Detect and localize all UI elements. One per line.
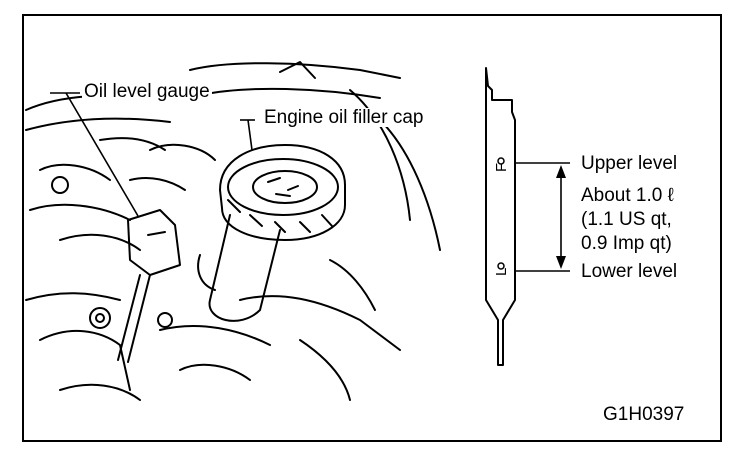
oil-level-gauge-label: Oil level gauge	[82, 81, 212, 102]
engine-oil-filler-cap-label: Engine oil filler cap	[262, 107, 426, 128]
figure-frame	[22, 14, 722, 442]
range-arrow-up-head	[556, 165, 566, 178]
upper-level-label: Upper level	[581, 153, 678, 174]
capacity-line-2: (1.1 US qt,	[581, 209, 672, 230]
filler-cap	[219, 144, 346, 241]
range-arrow-down-head	[556, 256, 566, 269]
dipstick-mark-upper: F	[493, 163, 510, 172]
lower-level-label: Lower level	[581, 261, 678, 282]
dipstick-mark-lower: L	[493, 268, 510, 276]
capacity-line-1: About 1.0 ℓ	[581, 185, 674, 206]
capacity-line-3: 0.9 Imp qt)	[581, 233, 672, 254]
filler-neck	[208, 214, 281, 322]
dipstick	[485, 67, 516, 366]
gauge-handle	[127, 209, 181, 276]
cap-leader	[247, 119, 253, 151]
figure-code: G1H0397	[603, 404, 685, 425]
gauge-leader	[65, 92, 139, 217]
